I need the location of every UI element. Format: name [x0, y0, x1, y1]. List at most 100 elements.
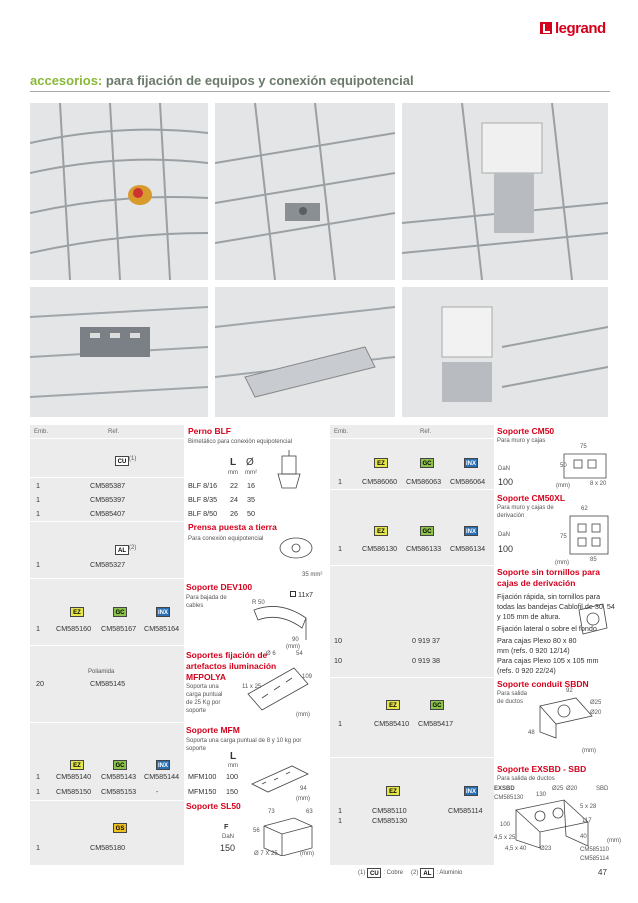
sint-title1: Soporte sin tornillos para: [497, 567, 600, 577]
cm50-ref-2: CM586064: [450, 477, 486, 486]
prensa-desc: Para conexión equipotencial: [188, 536, 264, 542]
dev-unit: (mm): [286, 644, 300, 650]
fij-dim4: 109: [302, 674, 313, 680]
cm50xl-emb: 1: [338, 544, 342, 553]
sl50-ref: CM585180: [90, 843, 126, 852]
perno-row-2-emb: 1: [36, 509, 40, 518]
right-hdr-ref: Ref.: [420, 429, 432, 435]
exsbd-dim-4: 100: [500, 822, 511, 828]
page-title: accesorios: para fijación de equipos y c…: [30, 73, 414, 88]
dev-drawing: [250, 600, 312, 644]
dev-dim2: 90: [292, 637, 299, 643]
perno-row-1-l: 24: [230, 495, 238, 504]
cm50xl-drawing: [566, 512, 612, 558]
cm50xl-badge-ez: EZ: [374, 526, 388, 536]
brand-logo: legrand: [540, 19, 626, 37]
sbdn-badge-gc: GC: [430, 700, 444, 710]
right-table-bg: [330, 425, 494, 865]
mfm-unit: (mm): [296, 796, 310, 802]
cm50xl-title: Soporte CM50XL: [497, 493, 566, 503]
cm50xl-badge-gc: GC: [420, 526, 434, 536]
page-number: 47: [598, 868, 607, 877]
cm50xl-ref-0: CM586130: [362, 544, 398, 553]
perno-row-0-emb: 1: [36, 481, 40, 490]
cm50xl-desc1: Para muro y cajas de: [497, 505, 554, 511]
brand-name: legrand: [555, 19, 606, 37]
perno-col-l: L: [230, 457, 237, 468]
left-hdr-ref: Ref.: [108, 429, 120, 435]
sbdn-ref-0: CM585410: [374, 719, 410, 728]
sbdn-drawing: [536, 696, 596, 740]
mfm-end-rule: [30, 800, 184, 801]
perno-row-2-name: BLF 8/50: [188, 509, 218, 518]
dev-ref-1: CM585167: [101, 624, 137, 633]
cm50-desc: Para muro y cajas: [497, 438, 546, 444]
perno-row-0-ref: CM585387: [90, 481, 126, 490]
fij-end-rule: [30, 722, 184, 723]
mfm-title: Soporte MFM: [186, 725, 240, 735]
perno-unit-mm: mm: [228, 470, 238, 476]
fij-emb: 20: [36, 679, 44, 688]
sl50-emb: 1: [36, 843, 40, 852]
mfm-row-0-r1: CM585140: [56, 772, 92, 781]
sbdn-end-rule: [330, 757, 494, 758]
fij-desc1: Soporta una: [186, 684, 219, 690]
exsbd-unit: (mm): [607, 838, 621, 844]
exsbd-row-1-r1: CM585130: [372, 816, 408, 825]
sint-desc3: y 105 mm de altura.: [497, 612, 561, 621]
mfm-row-1-emb: 1: [36, 787, 40, 796]
footnote-t1: : Cobre: [383, 870, 404, 876]
sbdn-dim4: 48: [528, 730, 535, 736]
sl50-dim3: 63: [306, 809, 313, 815]
cm50xl-dim1: 62: [581, 506, 588, 512]
sl50-unit-dan: DaN: [222, 834, 235, 840]
fij-title3: MFPOLYA: [186, 672, 226, 682]
cm50xl-ref-2: CM586134: [450, 544, 486, 553]
mfm-dim: 94: [300, 786, 307, 792]
mfm-drawing: [248, 760, 314, 800]
cm50xl-dim2: 75: [560, 534, 567, 540]
fij-dim2: 54: [296, 651, 303, 657]
sbdn-unit: (mm): [582, 748, 596, 754]
perno-row-2-ref: CM585407: [90, 509, 126, 518]
exsbd-title: Soporte EXSBD - SBD: [497, 764, 587, 774]
cm50-badge-inx: INX: [464, 458, 478, 468]
exsbd-dim-5: 117: [582, 818, 592, 824]
dev-badges: EZ: [70, 607, 84, 617]
footnote-t2: : Aluminio: [436, 870, 463, 876]
exsbd-dim-1: Ø25: [552, 786, 564, 792]
mfm-row-1-r2: CM585153: [101, 787, 137, 796]
cm50xl-dim3: 85: [590, 557, 597, 563]
perno-drawing: [264, 448, 314, 496]
right-hdr-emb: Emb.: [334, 429, 349, 435]
perno-row-2-l: 26: [230, 509, 238, 518]
left-hdr-rule: [30, 438, 184, 439]
fij-title1: Soportes fijación de: [186, 650, 268, 660]
perno-row-2-d: 50: [247, 509, 255, 518]
sl50-badge-gs: GS: [113, 823, 127, 833]
left-hdr-emb: Emb.: [34, 429, 49, 435]
dev-desc1: Para bajada de: [186, 595, 227, 601]
exsbd-dim-0: 130: [536, 792, 547, 798]
mfm-row-0-l: 100: [226, 772, 238, 781]
perno-title: Perno BLF: [188, 426, 231, 436]
sbdn-ref-1: CM585417: [418, 719, 454, 728]
mfm-row-0-name: MFM100: [188, 772, 217, 781]
fij-desc2: carga puntual: [186, 692, 223, 698]
fij-dim1: Ø 6: [266, 651, 276, 657]
mfm-col-l: L: [230, 751, 237, 762]
perno-row-0-l: 22: [230, 481, 238, 490]
dev-ref-2: CM585164: [144, 624, 180, 633]
perno-rule: [30, 477, 184, 478]
footnote-p1: (1): [358, 870, 366, 876]
badge-cu: CU(1): [115, 456, 136, 467]
cm50-title: Soporte CM50: [497, 426, 555, 436]
title-prefix: accesorios:: [30, 73, 103, 88]
cm50-badge-gc: GC: [420, 458, 434, 468]
checkbox-icon: [290, 591, 296, 597]
mfm-badge-gc: GC: [113, 760, 127, 770]
sl50-drawing: [258, 812, 318, 857]
sl50-dim1: 56: [253, 828, 260, 834]
perno-row-0-d: 16: [247, 481, 255, 490]
fij-desc3: de 25 Kg por: [186, 700, 221, 706]
